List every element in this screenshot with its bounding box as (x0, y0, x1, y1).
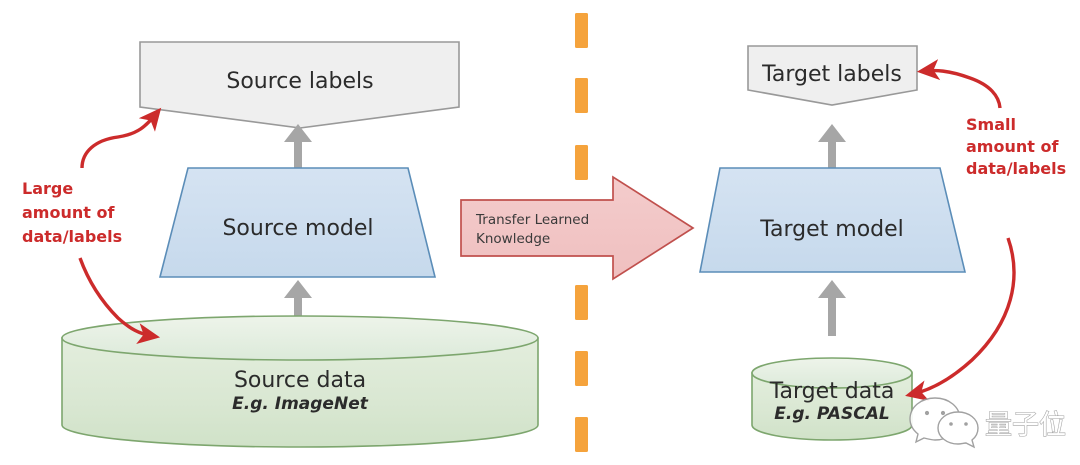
target-annotation-line3: data/labels (966, 159, 1066, 178)
source-data-subtitle: E.g. ImageNet (232, 394, 369, 414)
target-annotation-arrow-up (916, 59, 1002, 109)
divider-dash (575, 351, 588, 386)
target-model-text: Target model (759, 217, 904, 242)
transfer-arrow-line1: Transfer Learned (475, 212, 589, 228)
wechat-icon (909, 397, 979, 449)
target-annotation-arrow-down (905, 237, 1016, 401)
target-model-box: Target model (699, 167, 967, 273)
target-data-to-model-arrow (818, 280, 846, 336)
transfer-knowledge-arrow: Transfer Learned Knowledge (460, 175, 695, 281)
source-model-box: Source model (158, 167, 437, 278)
vertical-dashed-divider (575, 13, 588, 452)
source-labels-box: Source labels (139, 41, 460, 129)
transfer-arrow-line2: Knowledge (476, 231, 550, 247)
divider-dash (575, 13, 588, 48)
target-annotation-line1: Small (966, 115, 1016, 134)
divider-dash (575, 145, 588, 180)
source-model-to-labels-arrow (284, 124, 312, 172)
divider-dash (575, 285, 588, 320)
target-labels-text: Target labels (761, 62, 902, 87)
target-model-to-labels-arrow (818, 124, 846, 172)
target-annotation-line2: amount of (966, 137, 1059, 156)
source-annotation-line2: amount of (22, 203, 115, 222)
source-annotation-text: Large amount of data/labels (22, 179, 122, 246)
source-data-title: Source data (234, 368, 366, 393)
source-annotation-line1: Large (22, 179, 73, 198)
target-labels-box: Target labels (747, 45, 918, 106)
watermark: 量子位 (909, 397, 1067, 449)
target-data-title: Target data (769, 379, 895, 404)
source-annotation-arrow-down (78, 257, 161, 345)
source-labels-text: Source labels (226, 69, 373, 94)
target-data-subtitle: E.g. PASCAL (774, 404, 889, 424)
target-data-cylinder: Target data E.g. PASCAL (751, 357, 913, 441)
divider-dash (575, 78, 588, 113)
source-data-to-model-arrow (284, 280, 312, 330)
source-annotation-line3: data/labels (22, 227, 122, 246)
source-annotation-arrow-up (80, 107, 162, 169)
divider-dash (575, 417, 588, 452)
source-model-text: Source model (222, 216, 373, 241)
watermark-text: 量子位 (985, 410, 1066, 441)
source-data-cylinder: Source data E.g. ImageNet (61, 315, 539, 448)
target-annotation-text: Small amount of data/labels (966, 115, 1066, 178)
